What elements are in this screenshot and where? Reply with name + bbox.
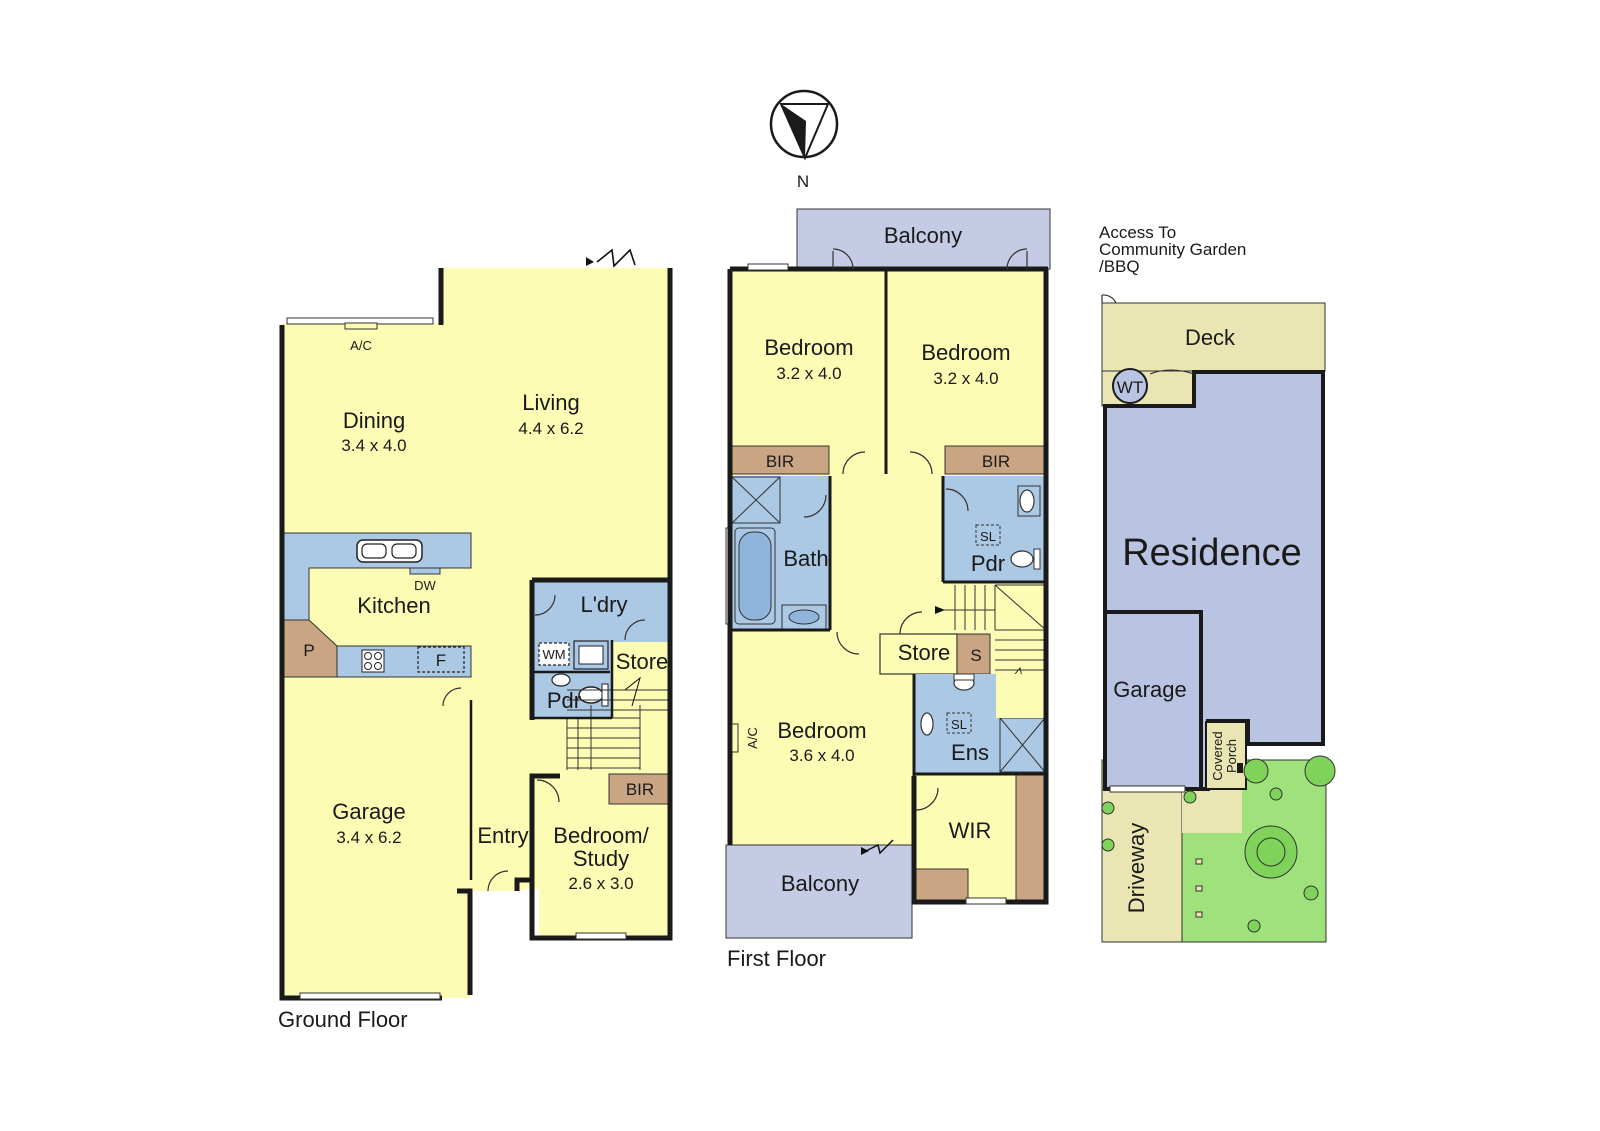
pantry-label: P: [303, 641, 314, 660]
room-dims-dining: 3.4 x 4.0: [341, 436, 406, 455]
basin-icon: [1019, 489, 1035, 513]
kitchen-back-bench: [336, 645, 472, 678]
water-tank: [1112, 368, 1148, 404]
room-label-powder-first: Pdr: [971, 551, 1005, 576]
room-label-bedroom3: Bedroom: [777, 718, 866, 743]
site-plan: Access To Community Garden /BBQ Deck WT …: [1099, 223, 1336, 943]
room-label-bedroom-study-line2: Study: [573, 846, 629, 871]
caption-ground-floor: Ground Floor: [278, 1007, 408, 1032]
room-label-garage-ground: Garage: [332, 799, 405, 824]
skylight-label-ens: SL: [951, 717, 967, 732]
wir-robe-right: [1015, 773, 1047, 903]
s-cupboard-label: S: [970, 646, 981, 665]
room-label-kitchen: Kitchen: [357, 593, 430, 618]
skylight-label-pdr: SL: [980, 529, 996, 544]
toilet-icon: [1010, 550, 1034, 568]
room-label-bedroom2: Bedroom: [921, 340, 1010, 365]
living-sliding-door: [596, 248, 636, 268]
bir-label-right: BIR: [982, 452, 1010, 471]
ac-unit-first: [731, 723, 739, 753]
room-label-living: Living: [522, 390, 579, 415]
access-label-line2: Community Garden: [1099, 240, 1246, 259]
site-label-covered-line1: Covered: [1210, 731, 1225, 780]
bir-label-ground: BIR: [626, 780, 654, 799]
room-label-bedroom1: Bedroom: [764, 335, 853, 360]
ground-window-bottom: [299, 992, 441, 1000]
bir-right: [944, 445, 1047, 475]
room-label-powder-ground: Pdr: [547, 688, 581, 713]
room-dims-bedroom3: 3.6 x 4.0: [789, 746, 854, 765]
ac-unit-ground: [344, 322, 378, 330]
site-garage: [1103, 610, 1203, 791]
garden-plants: [1101, 755, 1336, 933]
basin-icon: [920, 712, 934, 736]
site-label-wt: WT: [1117, 378, 1143, 397]
room-dims-bedroom-study: 2.6 x 3.0: [568, 874, 633, 893]
fridge-label: F: [436, 651, 446, 670]
dishwasher: [409, 567, 441, 575]
access-label-line3: /BBQ: [1099, 257, 1140, 276]
room-dims-garage-ground: 3.4 x 6.2: [336, 828, 401, 847]
access-label-line1: Access To: [1099, 223, 1176, 242]
site-label-residence: Residence: [1122, 532, 1302, 574]
room-label-bath: Bath: [783, 546, 828, 571]
ground-store: [613, 642, 670, 690]
ensuite-stair-void: [996, 674, 1046, 718]
wir-robe-bottom: [915, 868, 969, 903]
skylight-pdr: [975, 524, 1001, 546]
compass-north-letter: N: [797, 172, 809, 191]
ground-floor-plan: Dining 3.4 x 4.0 Living 4.4 x 6.2 A/C Ki…: [278, 248, 673, 1032]
ac-label-first: A/C: [745, 727, 760, 749]
ground-stairs: [566, 676, 670, 770]
washing-machine-label: WM: [542, 647, 565, 662]
compass-needle: [781, 104, 806, 158]
fridge-space: [417, 646, 465, 673]
kitchen-sink: [356, 539, 423, 563]
balcony-top: [796, 208, 1051, 270]
site-label-garage: Garage: [1113, 677, 1186, 702]
room-label-store-ground: Store: [616, 649, 669, 674]
balcony-bottom: [725, 844, 913, 939]
room-label-laundry: L'dry: [581, 592, 628, 617]
basin-icon: [551, 673, 571, 687]
room-label-store-first: Store: [898, 640, 951, 665]
room-dims-bedroom2: 3.2 x 4.0: [933, 369, 998, 388]
room-label-ensuite: Ens: [951, 740, 989, 765]
room-label-balcony-bottom: Balcony: [781, 871, 859, 896]
toilet-icon: [578, 686, 604, 704]
wir-window: [965, 897, 1007, 905]
room-dims-bedroom1: 3.2 x 4.0: [776, 364, 841, 383]
bir-label-left: BIR: [766, 452, 794, 471]
room-label-wir: WIR: [949, 818, 992, 843]
bedroom-study-window: [575, 932, 627, 940]
skylight-ens: [946, 712, 972, 734]
site-label-driveway: Driveway: [1124, 823, 1149, 913]
site-label-covered-line2: Porch: [1224, 739, 1239, 773]
room-dims-living: 4.4 x 6.2: [518, 419, 583, 438]
room-label-entry: Entry: [477, 823, 528, 848]
washing-machine: [538, 642, 570, 666]
covered-porch: [1205, 721, 1247, 790]
cooktop: [361, 649, 385, 673]
bedroom1-window: [747, 263, 789, 271]
bir-left: [731, 445, 830, 475]
site-label-deck: Deck: [1185, 325, 1236, 350]
room-label-dining: Dining: [343, 408, 405, 433]
dishwasher-label: DW: [414, 578, 436, 593]
ground-floor-living-area: [282, 268, 672, 998]
first-floor-plan: Balcony Bedroom 3.2 x 4.0 Bedroom 3.2 x …: [725, 208, 1051, 971]
caption-first-floor: First Floor: [727, 946, 826, 971]
ac-label-ground: A/C: [350, 338, 372, 353]
compass: N: [769, 89, 839, 191]
driveway: [1101, 788, 1183, 943]
deck: [1101, 302, 1326, 372]
room-label-balcony-top: Balcony: [884, 223, 962, 248]
room-label-bedroom-study-line1: Bedroom/: [553, 823, 649, 848]
